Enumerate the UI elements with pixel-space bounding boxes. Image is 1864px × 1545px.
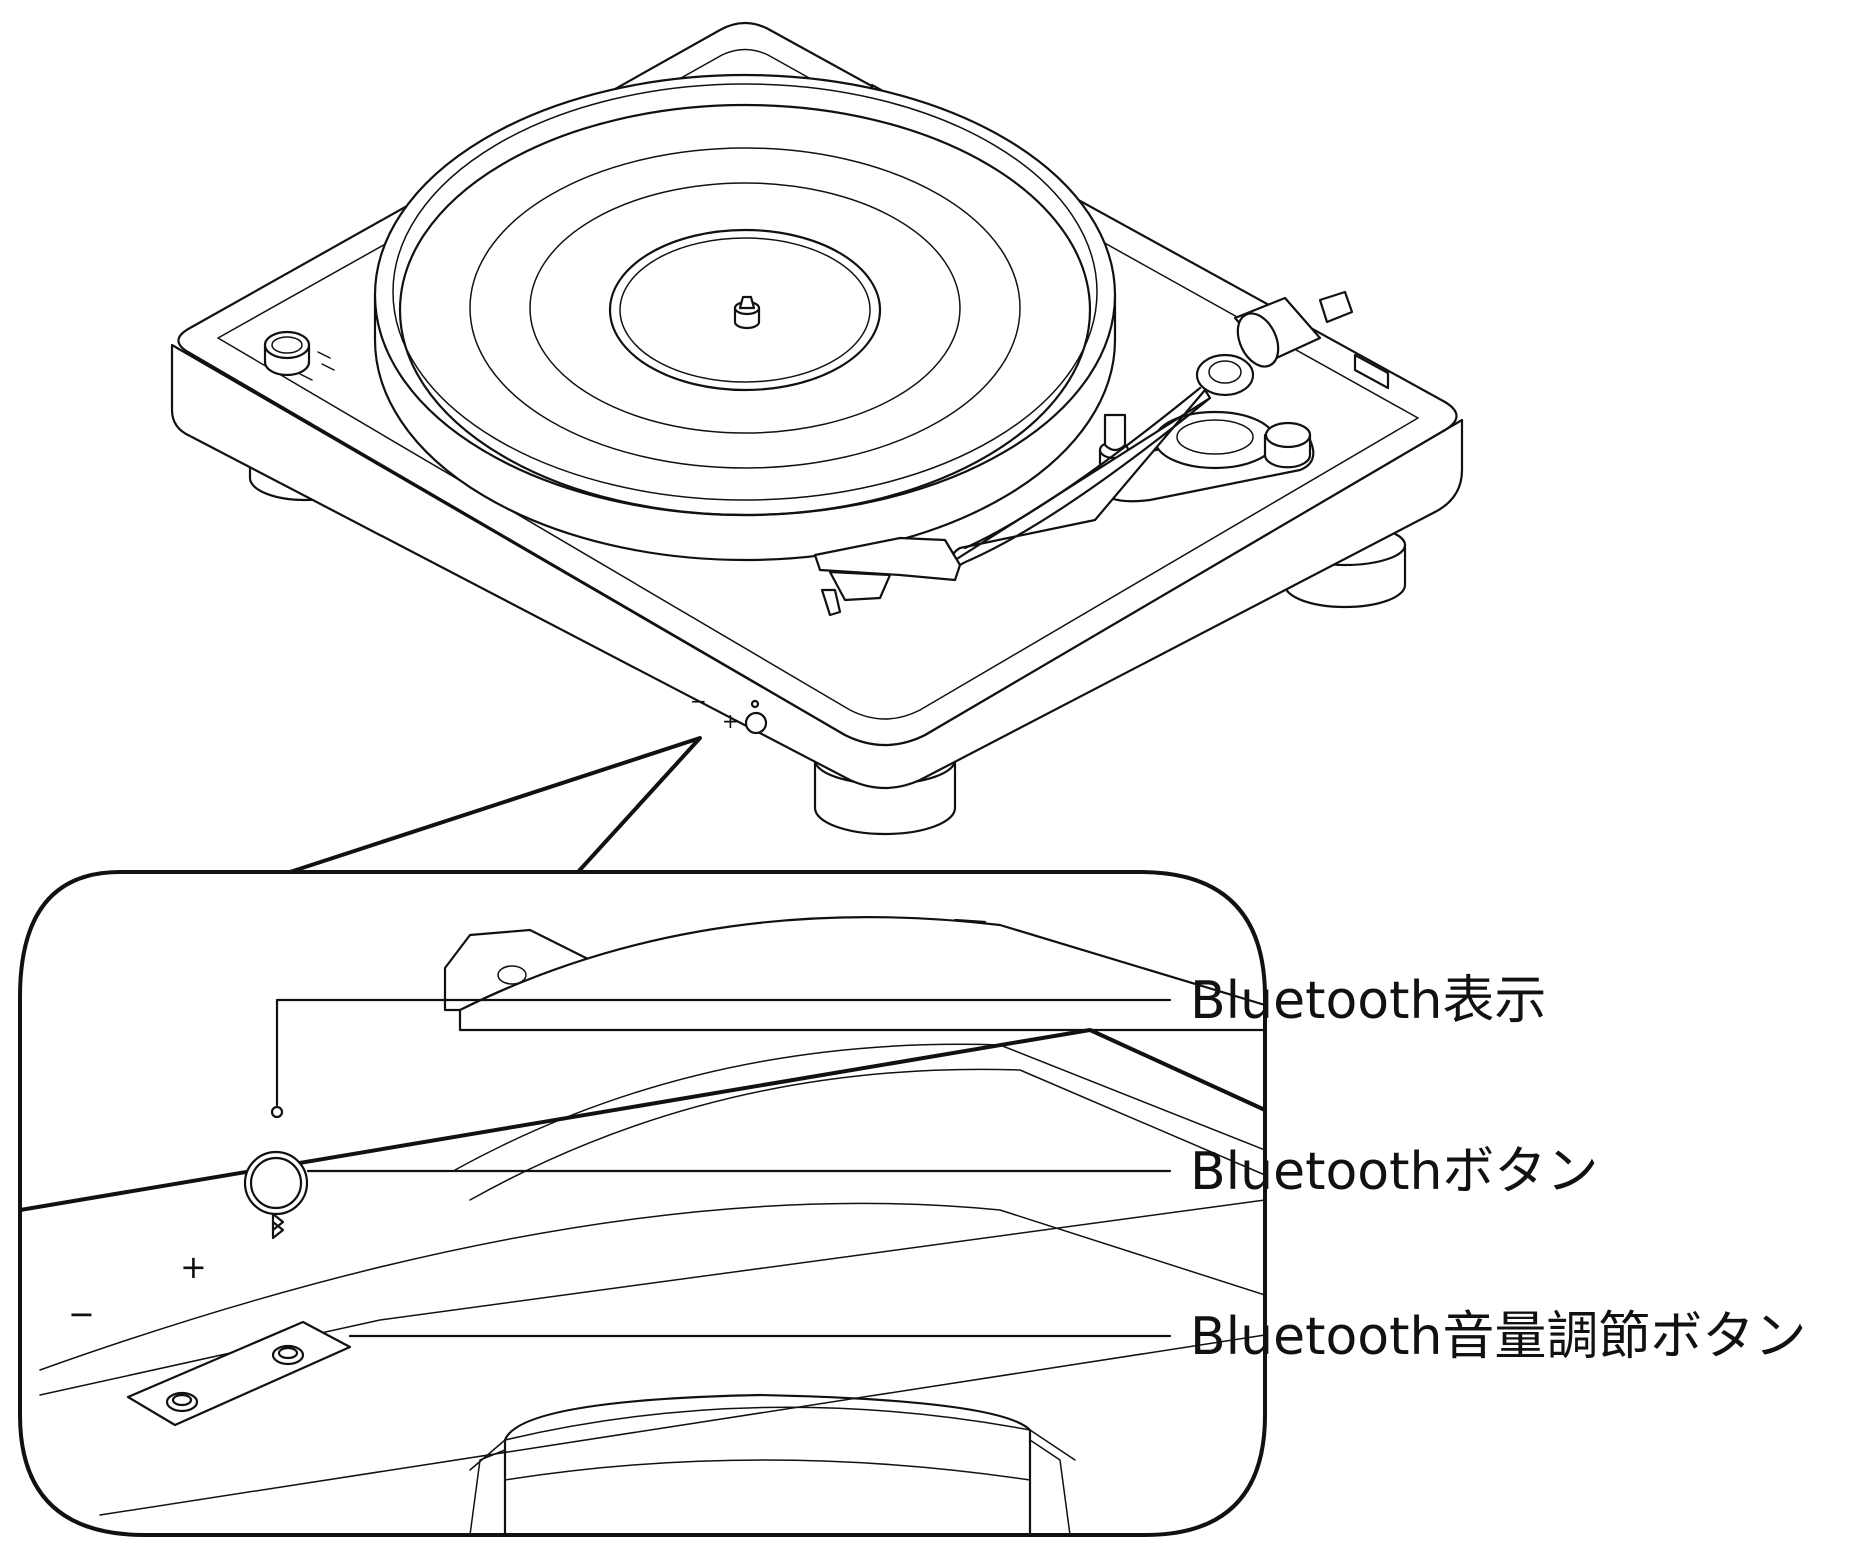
svg-text:−: − (690, 689, 707, 713)
zoom-detail: + − (18, 870, 1267, 1537)
label-bluetooth-volume-buttons: Bluetooth音量調節ボタン (1190, 1307, 1806, 1367)
panel-plus-mark: + (180, 1248, 207, 1286)
platter (373, 73, 1117, 562)
label-bluetooth-indicator: Bluetooth表示 (1190, 971, 1546, 1031)
hinge-right (1353, 353, 1390, 390)
zoom-pointer (289, 736, 702, 874)
label-bluetooth-button: Bluetoothボタン (1190, 1142, 1598, 1202)
bluetooth-icon (271, 1212, 285, 1240)
svg-text:+: + (722, 709, 739, 733)
turntable-illustration: − + (170, 21, 1464, 836)
plinth-front-controls: − + (690, 689, 768, 735)
tonearm (813, 290, 1354, 617)
bluetooth-button (243, 1150, 309, 1216)
volume-button-plate (126, 1320, 352, 1427)
bluetooth-indicator (270, 1105, 284, 1119)
panel-minus-mark: − (68, 1295, 95, 1333)
spindle (733, 295, 761, 330)
leader-lines (275, 998, 1172, 1338)
speed-knob (263, 330, 335, 381)
